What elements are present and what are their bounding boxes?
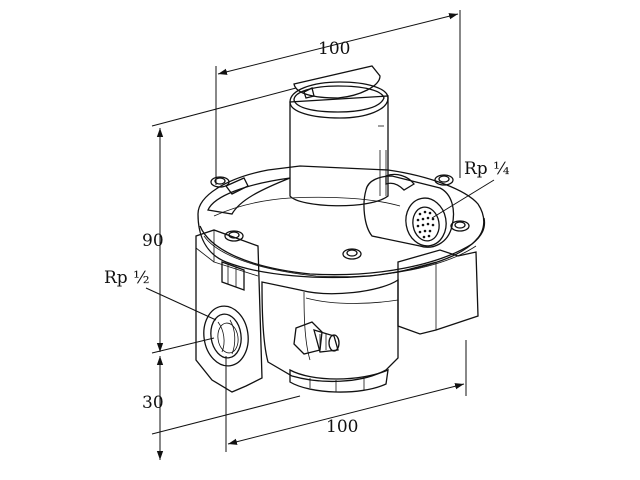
left-body-block (195, 229, 263, 393)
inlet-port-label: Rp ½ (104, 268, 150, 288)
dim-upper-height-label: 90 (142, 231, 164, 251)
dim-lower-height-label: 30 (142, 393, 164, 413)
dim-bottom-width-label: 100 (326, 417, 358, 437)
dim-top-width-label: 100 (318, 39, 350, 59)
lower-bowl (261, 278, 399, 383)
dimension-bottom-width (225, 340, 467, 452)
right-flange (397, 249, 479, 335)
diaphragm-dome (197, 165, 485, 279)
gauge-boss (363, 173, 455, 248)
gauge-port-label: Rp ¼ (464, 159, 510, 179)
dimension-upper-height (151, 87, 297, 354)
housing-bolts (210, 174, 470, 260)
leader-inlet (145, 287, 217, 321)
spring-tower (289, 65, 389, 207)
bottom-nut (289, 368, 389, 393)
dimension-top-width (215, 10, 461, 185)
side-nipple (293, 321, 340, 355)
inlet-port (203, 305, 249, 367)
regulator-body (195, 65, 486, 393)
leader-gauge (431, 179, 495, 219)
